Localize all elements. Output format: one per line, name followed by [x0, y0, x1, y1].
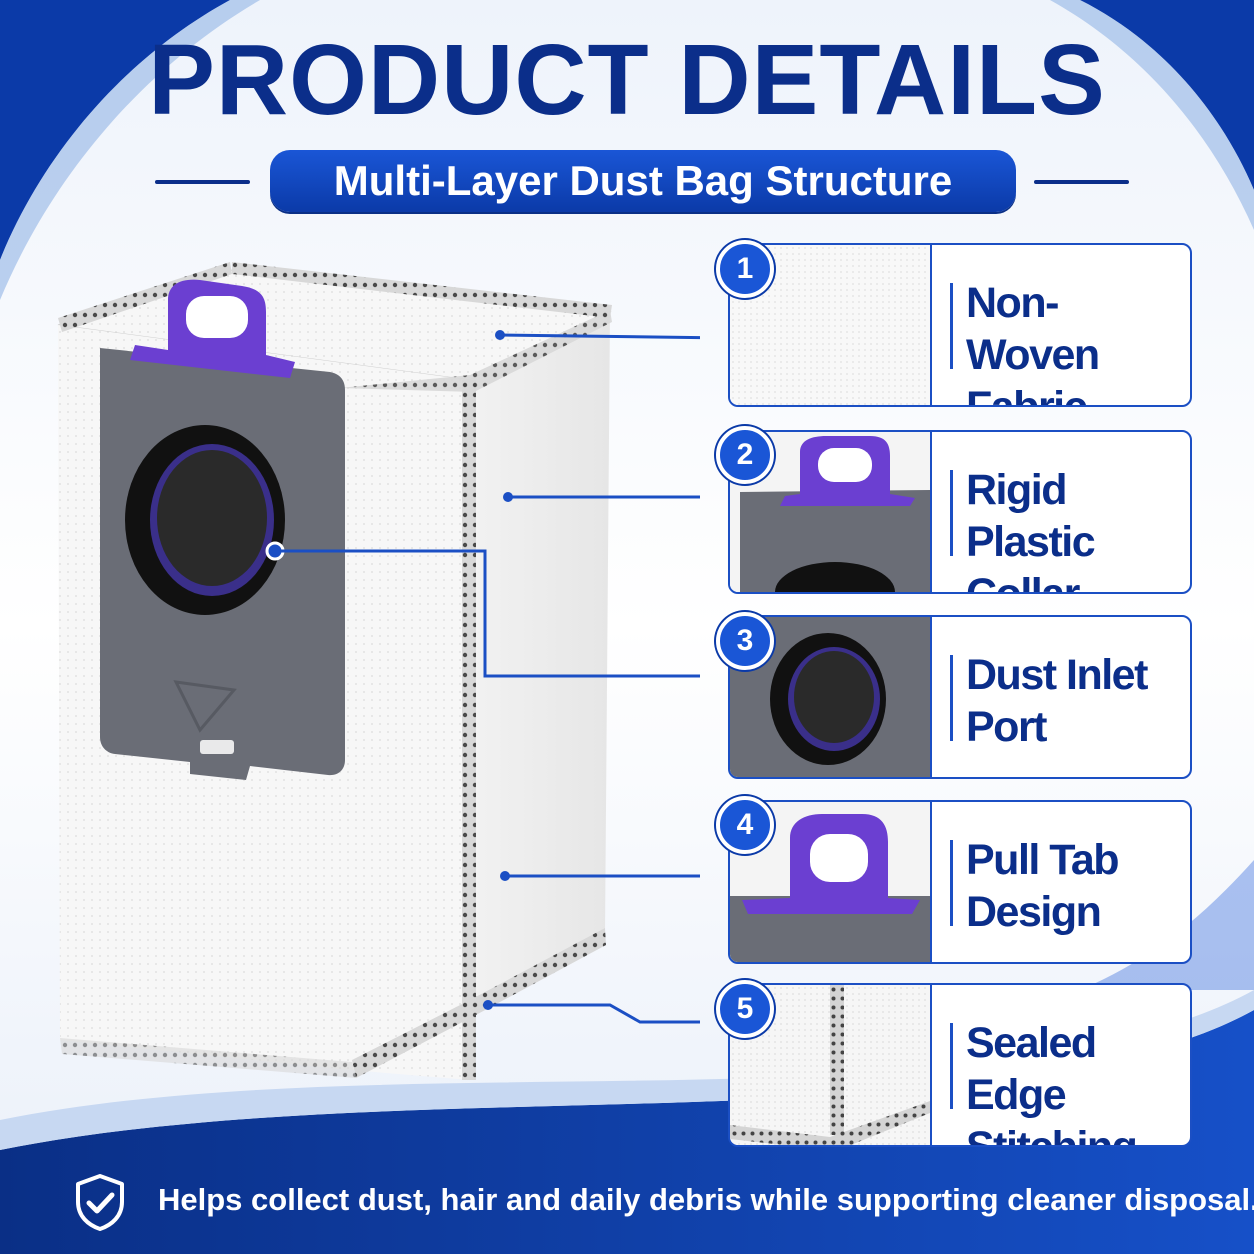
feature-number-badge: 3	[716, 612, 774, 670]
rigid-plastic-collar-thumbnail	[730, 432, 932, 592]
card-divider	[950, 655, 953, 741]
feature-card-sealed-edge-stitching: Sealed Edge Stitching	[728, 983, 1192, 1147]
feature-number-badge: 4	[716, 796, 774, 854]
feature-card-rigid-plastic-collar: Rigid Plastic Collar	[728, 430, 1192, 594]
feature-card-pull-tab-design: Pull Tab Design	[728, 800, 1192, 964]
feature-number-badge: 1	[716, 240, 774, 298]
shield-check-icon	[76, 1174, 124, 1231]
card-divider	[950, 1023, 953, 1109]
subtitle-banner: Multi-Layer Dust Bag Structure	[270, 150, 1016, 212]
subtitle-line-right	[1034, 180, 1129, 184]
card-divider	[950, 283, 953, 369]
footer-note: Helps collect dust, hair and daily debri…	[158, 1182, 1254, 1217]
feature-label: Pull Tab Design	[966, 836, 1120, 936]
feature-label: Rigid Plastic Collar	[966, 466, 1096, 594]
subtitle-line-left	[155, 180, 250, 184]
pull-tab-design-thumbnail	[730, 802, 932, 962]
feature-number-badge: 5	[716, 980, 774, 1038]
page-title: PRODUCT DETAILS	[148, 24, 1106, 136]
feature-label: Dust Inlet Port	[966, 651, 1148, 751]
feature-card-dust-inlet-port: Dust Inlet Port	[728, 615, 1192, 779]
feature-label: Sealed Edge Stitching	[966, 1019, 1138, 1147]
feature-card-non-woven-fabric: Non-Woven Fabric	[728, 243, 1192, 407]
dust-bag-illustration	[57, 262, 700, 1080]
card-divider	[950, 470, 953, 556]
feature-label: Non-Woven Fabric	[966, 279, 1100, 407]
feature-number-badge: 2	[716, 426, 774, 484]
card-divider	[950, 840, 953, 926]
